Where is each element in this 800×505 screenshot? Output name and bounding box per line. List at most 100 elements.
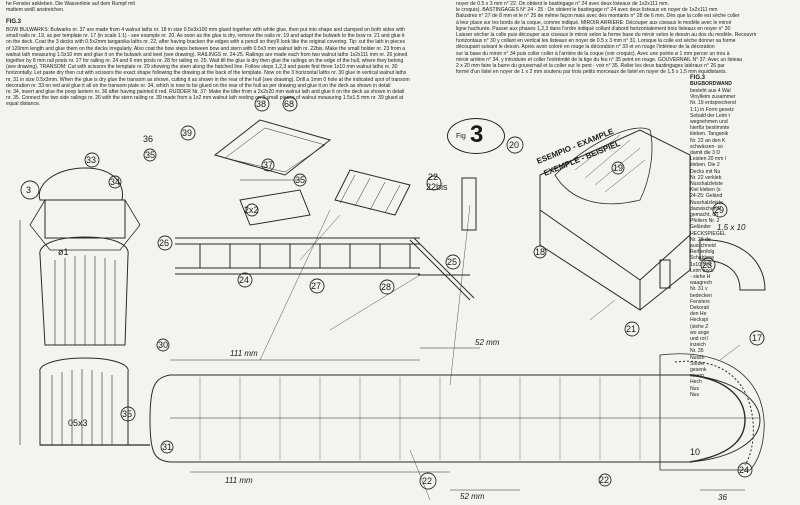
callout-label: 37	[263, 160, 273, 170]
transom-vertical-laths	[51, 255, 116, 445]
instruction-line: damit die 3 D	[690, 150, 721, 156]
instruction-line: ausschneid	[690, 243, 716, 249]
instruction-line: besteht aus 4 Wal	[690, 88, 731, 94]
instruction-line: Fensters	[690, 298, 710, 305]
instruction-line: formé d'un listel en noyer de 1 x 2 mm s…	[456, 69, 727, 76]
instruction-line: Leim trock	[690, 267, 714, 274]
instruction-line: Nr. 35	[690, 348, 704, 355]
instruction-line: hierfür bestimmte	[690, 125, 730, 132]
callout-label: 27	[311, 281, 321, 291]
instruction-line: 24-25: Geländ	[690, 193, 723, 200]
instruction-line: Pfeilern Nr. 2	[690, 218, 720, 225]
instruction-line: Nusshalzleiste	[690, 199, 723, 206]
callout-label: 22	[599, 475, 609, 485]
instruction-line: Reihenfolg	[690, 249, 715, 256]
callout-label: 30	[158, 340, 168, 350]
callout-label: 18	[535, 247, 545, 257]
instruction-line: 1:1) in Form gesetz	[690, 106, 734, 113]
instruction-line: waagrech	[690, 280, 713, 287]
instruction-line: Nr. 22 verkleb	[690, 174, 722, 181]
callout-label: 25	[447, 257, 457, 267]
callout-label: 33	[86, 155, 96, 165]
callout-label: 24	[239, 275, 249, 285]
instruction-line: à leur place sur les bords de la coque, …	[456, 19, 732, 26]
dimension-label: 1.5 x 10	[717, 223, 746, 232]
callout-label: 22bis	[426, 182, 448, 192]
instruction-line: on the deck. Coat the 3 decks with 0.5x2…	[6, 39, 406, 46]
callout-label: 2x2	[244, 205, 259, 215]
instruction-line: equal distance.	[6, 101, 41, 108]
instruction-line: Dekorati	[690, 305, 709, 311]
instruction-line: Decks mit Nu	[690, 168, 721, 175]
dimension-label: 52 mm	[475, 338, 500, 347]
callout-label: 22	[422, 476, 432, 486]
instruction-line: Steuer	[690, 360, 706, 367]
callout-label: 35	[122, 409, 132, 419]
dimension-label: 52 mm	[460, 492, 485, 501]
instruction-line: walnut lath measuring 1.5x10 mm and glue…	[6, 51, 408, 58]
instruction-line: sur la base du miroir n° 34 puis coller …	[456, 50, 730, 57]
figure-label-text: Fig	[456, 133, 466, 140]
callout-label: 05x3	[68, 418, 88, 428]
dimension-label: 111 mm	[225, 476, 253, 485]
callout-label: 23	[702, 260, 712, 270]
instruction-line: dazwischen E	[690, 205, 722, 212]
instruction-line: ligne hachurée. Passer aux phases 1,2,3 …	[456, 25, 731, 32]
german-subheading: BUGBORDWAND	[690, 81, 732, 87]
dimension-labels: 111 mm 111 mm 52 mm 52 mm 1.5 x 10 36	[225, 223, 746, 502]
instruction-line: HECKSPIEGEL	[690, 230, 726, 237]
callout-label: 34	[110, 177, 120, 187]
callout-label: 35	[295, 175, 305, 185]
fig-heading-en: FIG.3	[6, 19, 22, 25]
instruction-line: Geländer	[690, 224, 711, 231]
instruction-line: decoration nr. 33 on red and glue it all…	[6, 82, 391, 89]
instruction-line: - siehe H	[690, 274, 711, 280]
instruction-line: Heckspi	[690, 317, 709, 324]
instruction-line: miroir arrière n° 34, y introduire et co…	[456, 56, 743, 63]
instruction-line: inzeich	[690, 342, 706, 349]
figure-label: Fig 3	[447, 118, 505, 154]
callout-label: 29	[714, 205, 724, 215]
callout-label: 39	[182, 128, 192, 138]
dimension-label: 36	[718, 493, 727, 502]
instruction-line: BOW BULWARKS: Bulwarks nr. 37 are made f…	[6, 27, 405, 33]
callout-label: 19	[613, 163, 623, 173]
instruction-line: nr. 34, insert and glue the poop lantern…	[6, 89, 405, 95]
callout-label: 24	[739, 465, 749, 475]
callout-label: 3	[26, 185, 31, 195]
instruction-line: Nr. 19 entsprechend	[690, 100, 736, 107]
instruction-line: Balustres n° 27 de 8 mm et le n° 25 de m…	[456, 13, 740, 20]
instruction-line: (see drawing). TRANSOM: Cut with scissor…	[6, 64, 398, 71]
instruction-line: nr. 35. Connect the two side railings nr…	[6, 95, 404, 102]
instruction-line: Kiel kleben (s	[690, 187, 721, 194]
hull-outline	[149, 374, 761, 463]
callout-label: 17	[752, 333, 762, 343]
instruction-line: Nr. 22 an den K	[690, 137, 726, 144]
instruction-line: kleben. Die 2	[690, 162, 720, 169]
dimension-label: 111 mm	[230, 349, 258, 358]
instruction-line: horizontaux n° 30 y collant en vertical …	[456, 38, 736, 45]
instruction-line: small nails nr. 19, as per template nr. …	[6, 33, 405, 40]
instruction-line: Nus	[690, 385, 700, 392]
deck-planking	[199, 377, 641, 460]
example-caption: ESEMPIO - EXAMPLE EXEMPLE - BEISPIEL	[535, 126, 621, 177]
callout-markers	[20, 96, 765, 490]
instruction-line: und rot l	[690, 336, 709, 342]
instruction-line: Nussh	[690, 354, 705, 361]
callout-label: 28	[381, 282, 391, 292]
instruction-line: Leisten 20 mm l	[690, 156, 726, 163]
instruction-line: noyer de 0.5 x 3 mm n° 22. On obtient le…	[456, 1, 669, 7]
fig-heading-de: FIG.3	[690, 75, 706, 81]
instruction-line: Sobald der Leim t	[690, 112, 730, 119]
top-left-text-line-2: mattem weiß anstreichen.	[6, 7, 65, 13]
instruction-line: together by 8 mm rail posts nr. 27 for r…	[6, 58, 404, 64]
instruction-line: (siehe Z	[690, 323, 709, 330]
instruction-line: Laisser sécher la colle puis découper au…	[456, 32, 757, 38]
callout-label: 35	[145, 150, 155, 160]
instruction-line: gemacht, un	[690, 212, 719, 218]
instruction-line: Nr. 31 v	[690, 286, 708, 293]
instruction-line: 1x10 mm	[690, 261, 711, 268]
railing-drawing	[175, 237, 420, 275]
instruction-line: Nusshalzleiste	[690, 181, 723, 187]
